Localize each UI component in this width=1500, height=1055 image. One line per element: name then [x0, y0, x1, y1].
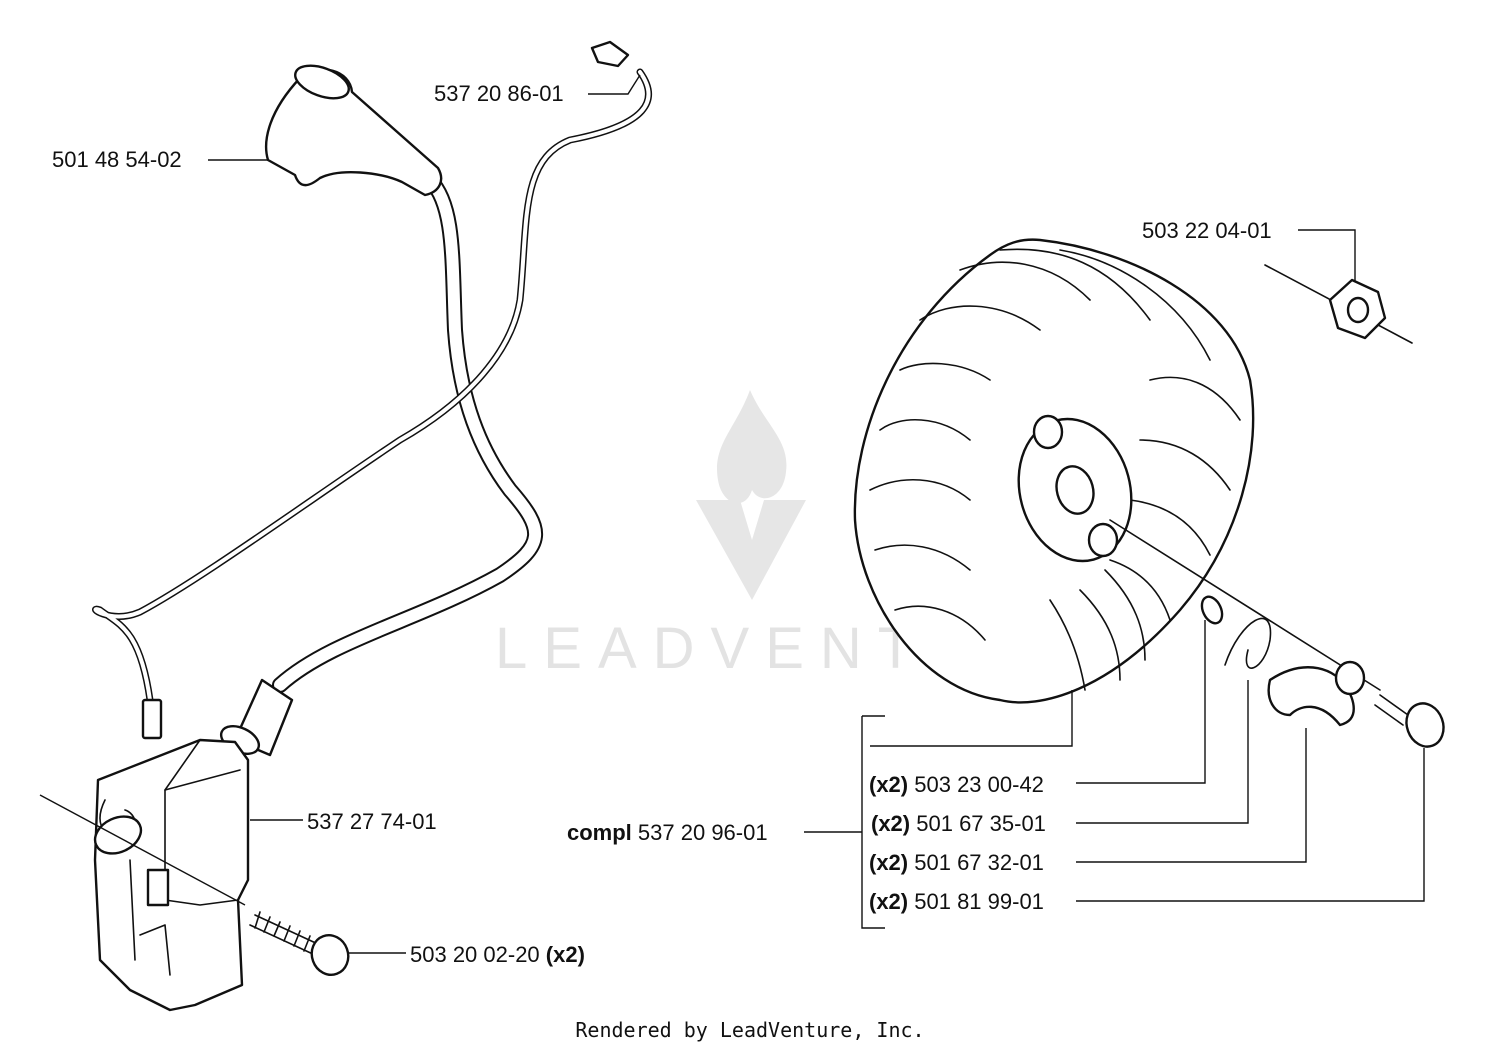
label-pawl-screw: (x2) 501 81 99-01: [869, 889, 1044, 914]
label-washer: (x2) 503 23 00-42: [869, 772, 1044, 797]
label-spark-plug-cap: 501 48 54-02: [52, 147, 182, 172]
label-wire-terminal: 537 20 86-01: [434, 81, 564, 106]
label-module-screw: 503 20 02-20 (x2): [410, 942, 585, 967]
label-ignition-module: 537 27 74-01: [307, 809, 437, 834]
label-pawl: (x2) 501 67 32-01: [869, 850, 1044, 875]
label-spring: (x2) 501 67 35-01: [871, 811, 1046, 836]
part-labels: 537 20 86-01 501 48 54-02 503 22 04-01 5…: [52, 81, 1272, 967]
flywheel-small-parts-drawing: [1109, 264, 1445, 748]
ignition-module-drawing: [93, 738, 250, 1012]
footer-credit: Rendered by LeadVenture, Inc.: [575, 1018, 925, 1042]
flywheel-drawing: [853, 238, 1255, 704]
leader-lines: [39, 74, 1425, 954]
label-flywheel-nut: 503 22 04-01: [1142, 218, 1272, 243]
label-flywheel-complete: compl 537 20 96-01: [567, 820, 768, 845]
spark-plug-cap-drawing: [264, 64, 443, 197]
module-screw-drawing: [249, 911, 350, 976]
